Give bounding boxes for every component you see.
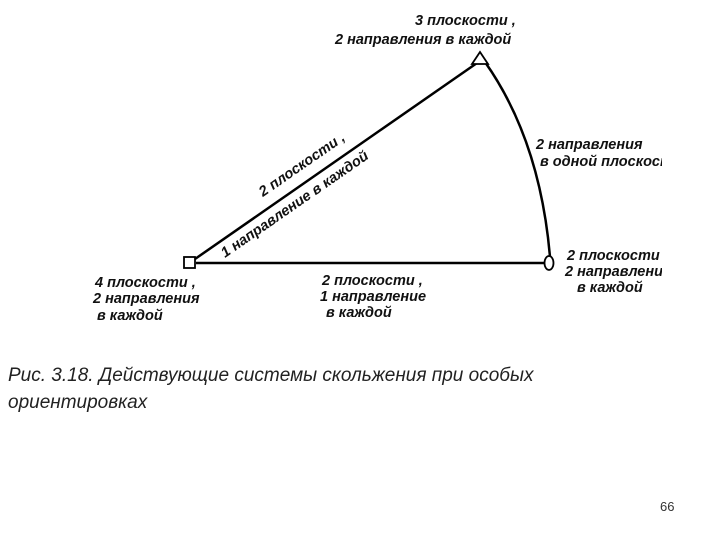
- arc-label-2: в одной плоскости: [540, 154, 662, 170]
- page-number: 66: [660, 499, 675, 514]
- figure-caption: Рис. 3.18. Действующие системы скольжени…: [8, 362, 708, 416]
- caption-line-1: Рис. 3.18. Действующие системы скольжени…: [8, 365, 534, 386]
- top-label-2: 2 направления в каждой: [334, 32, 511, 48]
- left-label-1: 4 плоскости ,: [94, 275, 196, 291]
- left-label-3: в каждой: [97, 308, 163, 324]
- right-label-1: 2 плоскости ,: [566, 248, 662, 264]
- bottom-label-1: 2 плоскости ,: [321, 273, 423, 289]
- top-label-1: 3 плоскости ,: [415, 13, 516, 29]
- ellipse-marker: [543, 255, 555, 271]
- slip-systems-diagram: 3 плоскости , 2 направления в каждой 2 н…: [92, 13, 662, 324]
- square-marker: [183, 256, 196, 269]
- bottom-label-3: в каждой: [326, 305, 392, 321]
- arc-label-1: 2 направления: [535, 137, 643, 153]
- right-label-3: в каждой: [577, 280, 643, 296]
- arc-edge: [483, 61, 552, 258]
- diagonal-edge: [194, 61, 478, 261]
- right-label-2: 2 направления: [564, 264, 662, 280]
- triangle-marker: [470, 50, 490, 65]
- bottom-label-2: 1 направление: [320, 289, 426, 305]
- stereographic-triangle: 3 плоскости , 2 направления в каждой 2 н…: [92, 13, 662, 324]
- caption-line-2: ориентировках: [8, 392, 148, 413]
- left-label-2: 2 направления: [92, 291, 200, 307]
